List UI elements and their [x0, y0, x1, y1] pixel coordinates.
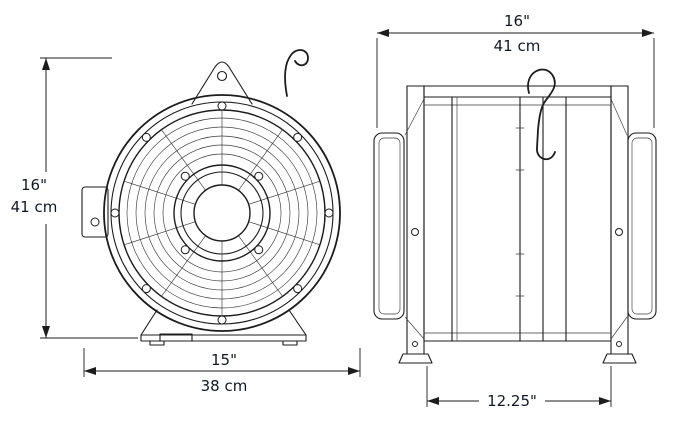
dim-label-side-length-inches: 16"	[504, 12, 530, 30]
fan-hub	[173, 164, 271, 262]
front-view	[81, 49, 341, 346]
dim-side-depth: 12.25"	[426, 366, 612, 410]
dim-label-front-width-inches: 15"	[211, 351, 237, 369]
top-mount-hole	[216, 70, 228, 82]
top-mount-bracket	[191, 61, 253, 105]
fan-guard-spokes	[123, 109, 321, 317]
dim-front-width: 15" 38 cm	[83, 348, 361, 395]
hanging-hook-side-icon	[527, 68, 556, 161]
base-stand	[140, 309, 307, 346]
inlet-ring	[373, 132, 405, 320]
dim-label-side-depth-inches: 12.25"	[487, 392, 537, 410]
dimension-annotations: 16" 41 cm 15" 38 cm 16" 41 cm	[11, 12, 655, 410]
side-view	[373, 68, 657, 364]
dim-front-height: 16" 41 cm	[11, 57, 138, 339]
dim-side-length: 16" 41 cm	[376, 12, 655, 128]
frame-rails	[406, 85, 629, 355]
outlet-ring	[627, 132, 657, 320]
hanging-hook-icon	[284, 49, 309, 97]
dim-label-front-height-inches: 16"	[21, 176, 47, 194]
feet	[398, 353, 637, 364]
dim-label-front-height-cm: 41 cm	[11, 198, 58, 216]
dim-label-front-width-cm: 38 cm	[201, 377, 248, 395]
guard-rim-bolts	[110, 101, 334, 325]
junction-box	[81, 186, 109, 238]
dim-label-side-length-cm: 41 cm	[494, 37, 541, 55]
drum-body	[404, 96, 628, 342]
